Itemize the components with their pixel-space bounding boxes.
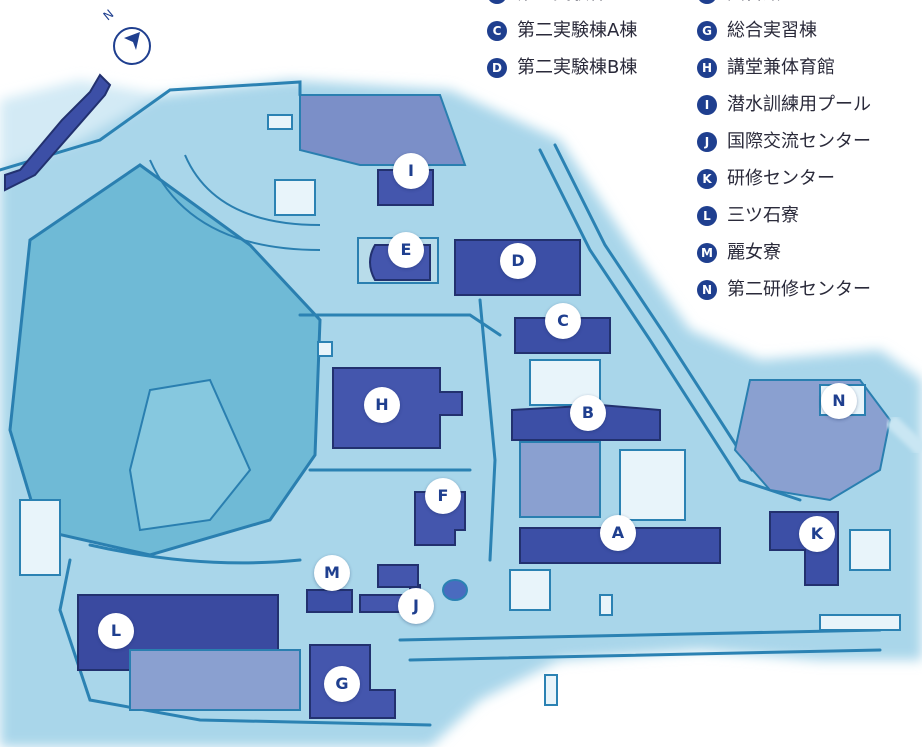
legend-badge: N [697, 280, 717, 300]
building-b-annex [519, 441, 601, 518]
building-l-annex [129, 649, 301, 711]
legend-label: 第一実験棟 [517, 0, 607, 4]
legend-label: 国際交流センター [727, 131, 871, 152]
legend-label: 第二研修センター [727, 279, 871, 300]
legend-badge: I [697, 95, 717, 115]
building-library-area [299, 94, 467, 166]
road-center-2 [478, 298, 497, 562]
legend-badge: H [697, 58, 717, 78]
marker-e[interactable]: E [388, 232, 424, 268]
legend-item-j: J 国際交流センター [697, 130, 871, 167]
outer-road-north [0, 80, 302, 172]
legend-badge: K [697, 169, 717, 189]
building-j-north [377, 564, 419, 588]
legend-label: 講堂兼体育館 [727, 57, 835, 78]
marker-a[interactable]: A [600, 515, 636, 551]
legend-badge: M [697, 243, 717, 263]
baseball-arc-2 [184, 154, 321, 226]
legend-label: 第二実験棟B棟 [517, 57, 638, 78]
road-west [58, 558, 432, 727]
marker-b[interactable]: B [570, 395, 606, 431]
structure-east-b [849, 529, 891, 571]
legend-label: 麗女寮 [727, 242, 781, 263]
road-main-east-2 [553, 143, 754, 472]
marker-d[interactable]: D [500, 243, 536, 279]
marker-i[interactable]: I [393, 153, 429, 189]
road-main-east [538, 148, 802, 502]
pier [4, 73, 112, 192]
road-curve [88, 543, 302, 565]
structure-west [19, 499, 61, 576]
legend-column-1: B 第一実験棟 C 第二実験棟A棟 D 第二実験棟B棟 [487, 0, 637, 93]
structure-north-a [274, 179, 316, 216]
legend-column-2: F 図書館 G 総合実習棟 H 講堂兼体育館 I 潜水訓練用プール J 国際交流センター K 研修セン… [697, 0, 871, 315]
legend-item-c: C 第二実験棟A棟 [487, 19, 637, 56]
compass: N [101, 7, 164, 68]
legend-badge: J [697, 132, 717, 152]
marker-j[interactable]: J [398, 588, 434, 624]
field-inner [128, 378, 252, 532]
legend-label: 第二実験棟A棟 [517, 20, 638, 41]
marker-c[interactable]: C [545, 303, 581, 339]
marker-f[interactable]: F [425, 478, 461, 514]
legend-item-d: D 第二実験棟B棟 [487, 56, 637, 93]
marker-g[interactable]: G [324, 666, 360, 702]
road-south-2 [408, 648, 882, 662]
pond [442, 579, 468, 601]
legend-badge: G [697, 21, 717, 41]
baseball-arc [149, 159, 321, 251]
legend-item-b: B 第一実験棟 [487, 0, 637, 19]
structure-east-a [619, 449, 686, 521]
marker-k[interactable]: K [799, 516, 835, 552]
road-south [398, 628, 882, 642]
legend-item-l: L 三ツ石寮 [697, 204, 871, 241]
legend-label: 総合実習棟 [727, 20, 817, 41]
legend-label: 研修センター [727, 168, 835, 189]
edge-east [885, 414, 922, 456]
marker-m[interactable]: M [314, 555, 350, 591]
pier-shape [4, 73, 112, 192]
legend-item-i: I 潜水訓練用プール [697, 93, 871, 130]
legend-badge: C [487, 21, 507, 41]
legend-label: 潜水訓練用プール [727, 94, 871, 115]
map-edge-soft [885, 414, 922, 456]
north-arrow-icon [113, 27, 151, 65]
marker-n[interactable]: N [821, 383, 857, 419]
marker-h[interactable]: H [364, 387, 400, 423]
road-outlines [0, 80, 882, 727]
legend-item-n: N 第二研修センター [697, 278, 871, 315]
legend-item-m: M 麗女寮 [697, 241, 871, 278]
legend-badge: L [697, 206, 717, 226]
building-m [306, 589, 353, 613]
legend-item-f: F 図書館 [697, 0, 871, 19]
legend-item-g: G 総合実習棟 [697, 19, 871, 56]
minor-structures [19, 114, 901, 706]
structure-east-c [819, 614, 901, 631]
legend-badge: B [487, 0, 507, 4]
legend-badge: D [487, 58, 507, 78]
structure-south-a [509, 569, 551, 611]
legend-item-h: H 講堂兼体育館 [697, 56, 871, 93]
road-center [298, 313, 502, 337]
structure-north-b [267, 114, 293, 130]
structure-south-b [599, 594, 613, 616]
legend-label: 三ツ石寮 [727, 205, 799, 226]
legend-badge: F [697, 0, 717, 4]
structure-south-c [544, 674, 558, 706]
structure-h-side [317, 341, 333, 357]
marker-l[interactable]: L [98, 613, 134, 649]
legend-label: 図書館 [727, 0, 781, 4]
legend-item-k: K 研修センター [697, 167, 871, 204]
